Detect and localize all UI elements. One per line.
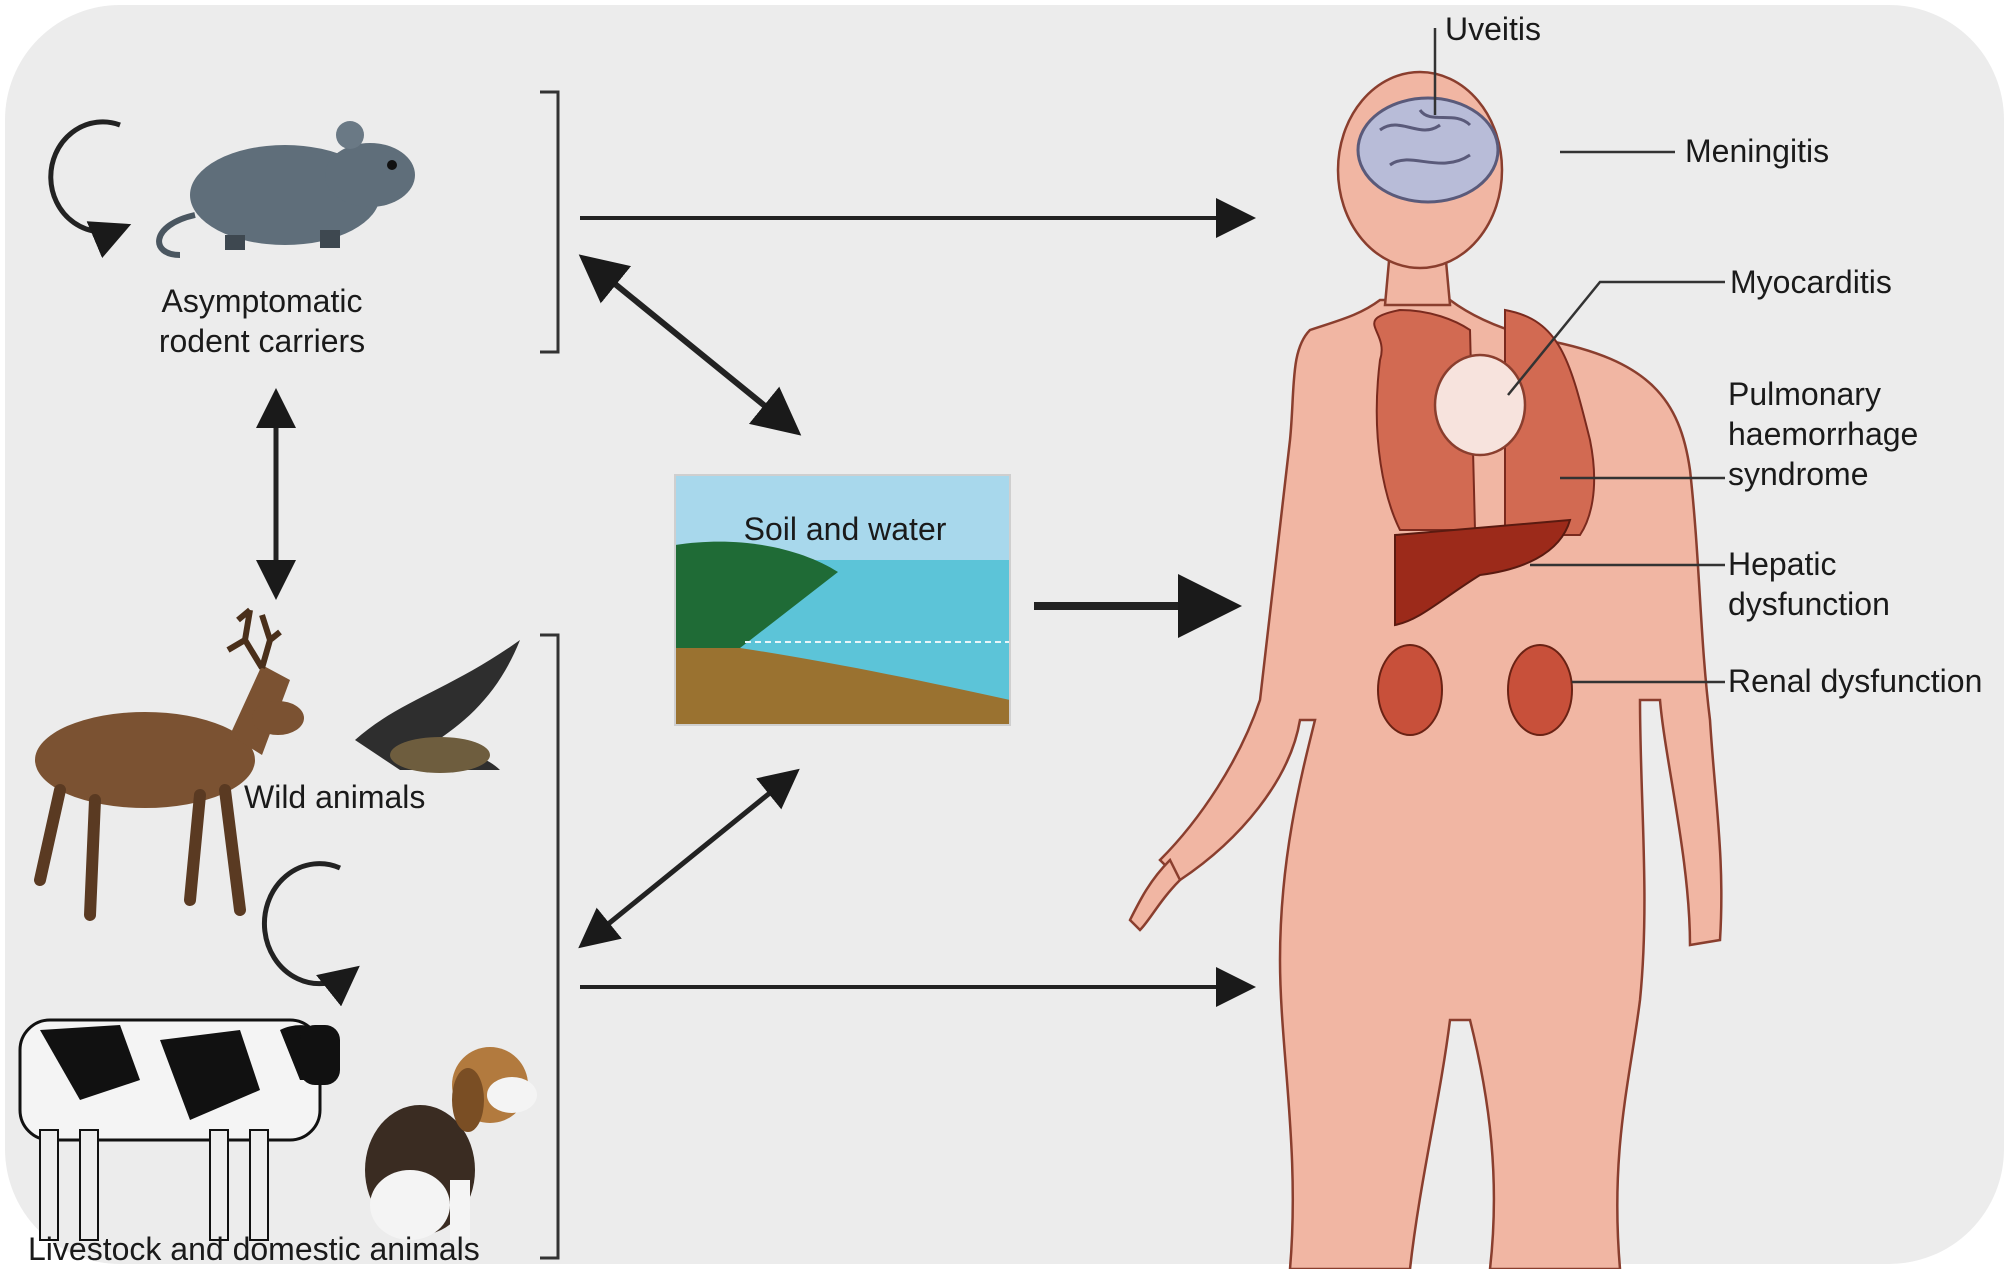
right-kidney-icon bbox=[1508, 645, 1572, 735]
uveitis-label: Uveitis bbox=[1445, 11, 1541, 47]
rodent-label-line2: rodent carriers bbox=[159, 323, 365, 359]
pulmonary-label-line2: haemorrhage bbox=[1728, 416, 1918, 452]
livestock-label: Livestock and domestic animals bbox=[28, 1231, 480, 1267]
pulmonary-label-line1: Pulmonary bbox=[1728, 376, 1881, 412]
pulmonary-label-line3: syndrome bbox=[1728, 456, 1869, 492]
meningitis-label: Meningitis bbox=[1685, 133, 1829, 169]
hepatic-label-line1: Hepatic bbox=[1728, 546, 1837, 582]
renal-label: Renal dysfunction bbox=[1728, 663, 1982, 699]
heart-icon bbox=[1435, 355, 1525, 455]
left-kidney-icon bbox=[1378, 645, 1442, 735]
brain-icon bbox=[1358, 98, 1498, 202]
rodent-label-line1: Asymptomatic bbox=[162, 283, 363, 319]
wild-animals-label: Wild animals bbox=[244, 779, 425, 815]
soil-and-water-label: Soil and water bbox=[744, 511, 947, 547]
hepatic-label-line2: dysfunction bbox=[1728, 586, 1890, 622]
myocarditis-label: Myocarditis bbox=[1730, 264, 1892, 300]
